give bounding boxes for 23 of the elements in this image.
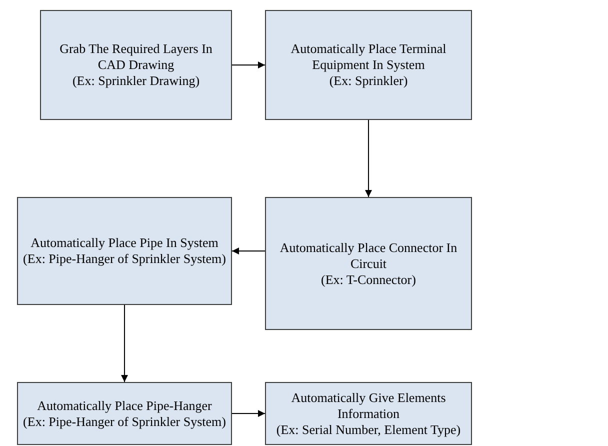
arrow bbox=[232, 248, 266, 254]
example-text: (Ex: Sprinkler Drawing) bbox=[72, 73, 200, 89]
example-text: (Ex: T-Connector) bbox=[321, 272, 416, 288]
example-text: (Ex: Pipe-Hanger of Sprinkler System) bbox=[23, 414, 226, 430]
arrow bbox=[121, 304, 128, 382]
arrow bbox=[232, 410, 266, 417]
arrow bbox=[365, 120, 372, 198]
step-title: Grab The Required Layers In CAD Drawing bbox=[58, 41, 214, 73]
step-title: Automatically Give Elements Information bbox=[290, 390, 447, 422]
process-box bbox=[17, 382, 232, 445]
process-box bbox=[265, 10, 472, 120]
step-title: Automatically Place Pipe-Hanger bbox=[37, 398, 212, 414]
example-text: (Ex: Serial Number, Element Type) bbox=[276, 422, 461, 438]
arrow bbox=[232, 62, 266, 68]
process-box bbox=[17, 197, 232, 305]
example-text: (Ex: Sprinkler) bbox=[329, 73, 408, 89]
process-box bbox=[265, 382, 472, 445]
example-text: (Ex: Pipe-Hanger of Sprinkler System) bbox=[23, 251, 226, 267]
process-box bbox=[40, 10, 232, 120]
step-title: Automatically Place Terminal Equipment In System bbox=[290, 41, 448, 73]
step-title: Automatically Place Pipe In System bbox=[30, 235, 218, 251]
step-title: Automatically Place Connector In Circuit bbox=[278, 240, 458, 272]
process-box bbox=[265, 197, 472, 330]
